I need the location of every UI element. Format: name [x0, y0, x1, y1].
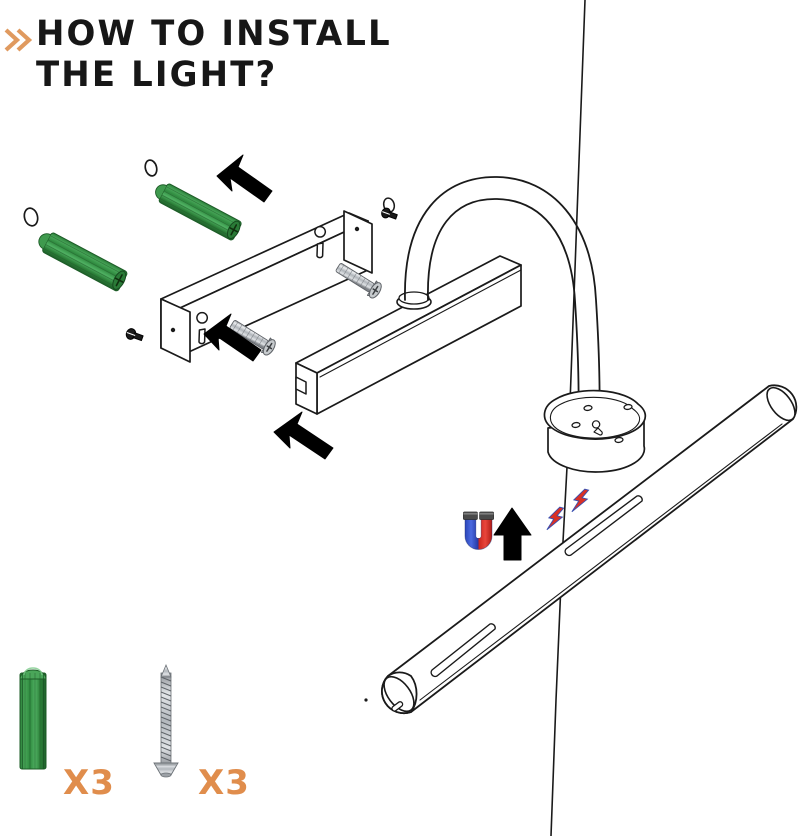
drill-hole-icon: [144, 159, 158, 177]
wall-anchor-part: [155, 183, 242, 241]
legend-item-screw: X3: [140, 655, 260, 803]
wall-anchor-part: [38, 232, 128, 292]
green-wall-anchor-icon: [19, 667, 47, 770]
base-plate: [543, 389, 647, 473]
double-chevron-right-icon: [4, 28, 33, 52]
lightning-bolt-icon: [546, 506, 565, 531]
set-screw: [125, 328, 144, 342]
lamp-tube: [364, 384, 798, 715]
assembly-direction-arrow: [203, 313, 262, 362]
lightning-bolt-icon: [571, 488, 590, 513]
keyhole-slot: [314, 225, 326, 259]
legend-item-wall-anchor: X3: [8, 655, 128, 803]
horseshoe-magnet-icon: [463, 511, 494, 550]
pan-head-screw: [335, 263, 382, 299]
mounting-bar: [295, 255, 522, 415]
assembly-direction-arrow: [273, 411, 334, 460]
drill-hole-icon: [23, 207, 39, 227]
keyhole-slot: [196, 311, 208, 345]
page-title: HOW TO INSTALL THE LIGHT?: [36, 14, 392, 95]
set-screw: [381, 207, 398, 220]
magnet-attach-arrow: [493, 507, 532, 561]
page-header: HOW TO INSTALL THE LIGHT?: [0, 8, 520, 98]
silver-screw-icon: [153, 663, 179, 778]
legend-count-screw: X3: [198, 763, 250, 803]
assembly-direction-arrow: [216, 154, 273, 203]
parts-legend: X3: [0, 655, 300, 836]
legend-count-wall-anchor: X3: [63, 763, 115, 803]
pan-head-screw: [229, 320, 276, 356]
